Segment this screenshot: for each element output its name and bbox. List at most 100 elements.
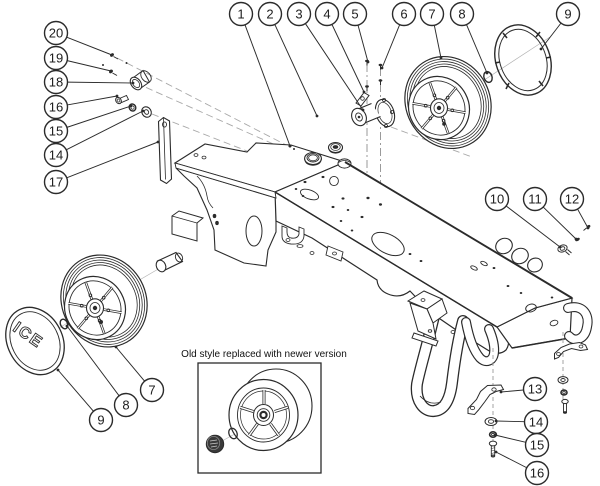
leader-line: [66, 36, 113, 56]
callout-18: 18: [43, 69, 135, 95]
bolt-16: [488, 440, 498, 458]
callout-bubble: [43, 69, 69, 95]
callout-bubble: [88, 407, 114, 433]
callout-14: 14: [43, 109, 145, 168]
old-style-hub-cap: [205, 434, 225, 454]
plate-holes: [193, 153, 207, 160]
callout-bubble: [524, 460, 550, 486]
callout-bubble: [559, 186, 585, 212]
callout-bubble: [43, 118, 69, 144]
leader-line: [304, 23, 364, 111]
leader-line: [494, 434, 526, 443]
leader-arrow: [115, 94, 119, 98]
leader-arrow: [288, 144, 292, 148]
callout-20: 20: [43, 20, 114, 57]
callout-number: 10: [490, 192, 504, 207]
callout-bubble: [139, 377, 165, 403]
leader-arrow: [574, 237, 578, 241]
leader-arrow: [109, 69, 113, 73]
leader-line: [381, 24, 401, 69]
leader-line: [67, 60, 112, 72]
callout-bubble: [43, 142, 69, 168]
leader-line: [495, 420, 525, 423]
leader-line: [331, 24, 365, 93]
callout-11: 11: [522, 186, 578, 241]
leader-line: [540, 22, 562, 50]
leader-arrow: [485, 71, 489, 75]
leader-line: [357, 24, 369, 63]
callout-number: 16: [49, 100, 63, 115]
leader-line: [66, 141, 159, 179]
callout-bubble: [555, 1, 581, 27]
callout-number: 16: [530, 466, 544, 481]
callout-10: 10: [484, 186, 562, 249]
leader-line: [244, 24, 291, 147]
callout-number: 7: [148, 383, 155, 398]
leader-arrow: [539, 47, 543, 51]
leader-line: [495, 451, 527, 469]
callout-bubble: [484, 186, 510, 212]
leader-arrow: [56, 368, 60, 372]
axle-stub: [155, 251, 184, 273]
tube-bends-behind-frame: [495, 237, 543, 273]
leader-arrow: [65, 324, 69, 328]
dome-cap: [337, 158, 352, 169]
screw-19: [109, 69, 118, 76]
front-axle-bracket: [171, 210, 205, 242]
callout-number: 2: [266, 7, 273, 22]
callout-17: 17: [43, 140, 160, 195]
callout-7: 7: [419, 1, 445, 60]
flat-washer-upper: [557, 376, 569, 384]
rear-wheel: [404, 55, 492, 150]
axle-hub-assembly: [351, 91, 396, 129]
callout-3: 3: [286, 1, 365, 112]
callout-16: 16: [43, 94, 119, 120]
leader-line: [66, 325, 120, 397]
chassis-frame: [155, 141, 574, 354]
leader-arrow: [380, 66, 384, 70]
leader-line: [67, 81, 134, 84]
inset-note: Old style replaced with newer version: [181, 349, 347, 360]
callout-number: 11: [528, 192, 542, 207]
leader-arrow: [361, 108, 365, 112]
leader-arrow: [110, 53, 114, 57]
deck-holes: [294, 175, 554, 299]
callout-bubble: [257, 1, 283, 27]
mounting-bracket-upper: [554, 341, 589, 360]
leader-arrow: [493, 433, 497, 437]
leader-arrow: [558, 245, 562, 249]
callout-number: 14: [49, 148, 63, 163]
leader-line: [274, 24, 318, 117]
callout-15: 15: [43, 104, 133, 144]
bolt-upper: [561, 398, 569, 414]
callout-number: 6: [400, 7, 407, 22]
callout-bubble: [43, 45, 69, 71]
callout-bubble: [522, 186, 548, 212]
ice-hub-cap: ICE: [5, 306, 65, 376]
callout-bubble: [43, 169, 69, 195]
leader-arrow: [494, 419, 498, 423]
callout-8: 8: [449, 1, 489, 75]
callout-15: 15: [493, 432, 550, 458]
leader-line: [67, 95, 118, 106]
leader-arrow: [362, 90, 366, 94]
callout-number: 8: [458, 7, 465, 22]
callout-number: 15: [530, 438, 544, 453]
callout-bubble: [43, 20, 69, 46]
flange-bolt-10: [557, 244, 572, 256]
callout-12: 12: [559, 186, 590, 230]
screw-20: [110, 53, 119, 60]
callout-bubble: [113, 392, 139, 418]
leader-arrow: [141, 109, 145, 113]
leader-arrow: [494, 450, 498, 454]
o-ring-8-front: [59, 318, 69, 330]
caster-mount-bracket: [406, 290, 448, 347]
callout-number: 17: [49, 175, 63, 190]
leader-line: [66, 110, 144, 151]
callout-7: 7: [114, 345, 165, 403]
callout-bubble: [342, 1, 368, 27]
old-style-o-ring: [228, 427, 238, 440]
callout-number: 9: [97, 413, 104, 428]
